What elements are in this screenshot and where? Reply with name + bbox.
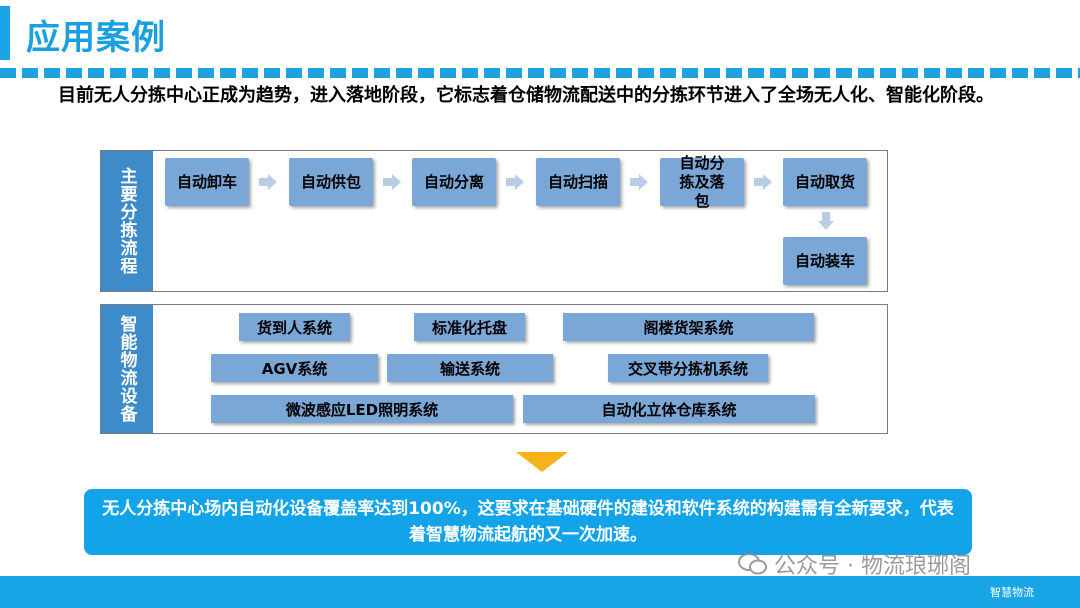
- process-panel-label: 主要分拣流程: [101, 151, 153, 291]
- equip-led-lighting: 微波感应LED照明系统: [211, 395, 513, 423]
- step-separate: 自动分离: [412, 158, 496, 206]
- title-divider: [0, 68, 1080, 78]
- step-scan: 自动扫描: [536, 158, 620, 206]
- down-arrow-icon: [516, 452, 568, 472]
- step-pickup: 自动取货: [783, 158, 867, 206]
- equip-agv: AGV系统: [211, 354, 378, 382]
- arrow-right-icon: [630, 174, 648, 190]
- step-feed: 自动供包: [289, 158, 373, 206]
- watermark-text: 公众号 · 物流琅琊阁: [774, 554, 971, 579]
- wechat-icon: [738, 553, 767, 575]
- title-accent-bar: [0, 6, 10, 60]
- equip-asrs: 自动化立体仓库系统: [523, 395, 815, 423]
- equip-mezzanine-rack: 阁楼货架系统: [563, 313, 814, 341]
- step-load: 自动装车: [783, 237, 867, 285]
- arrow-right-icon: [259, 174, 277, 190]
- arrow-right-icon: [383, 174, 401, 190]
- conclusion-box: 无人分拣中心场内自动化设备覆盖率达到100%，这要求在基础硬件的建设和软件系统的…: [84, 489, 972, 555]
- arrow-right-icon: [754, 174, 772, 190]
- equip-cross-belt-sorter: 交叉带分拣机系统: [608, 354, 768, 382]
- step-sort-drop: 自动分拣及落包: [660, 154, 744, 210]
- equip-conveyor: 输送系统: [387, 354, 553, 382]
- footer-text: 智慧物流: [990, 586, 1034, 599]
- step-unload: 自动卸车: [165, 158, 249, 206]
- footer-bar: [0, 576, 1080, 608]
- arrow-down-icon: [818, 212, 834, 230]
- watermark: 公众号 · 物流琅琊阁: [738, 548, 971, 580]
- equip-standard-pallet: 标准化托盘: [414, 313, 525, 341]
- page-title: 应用案例: [26, 18, 166, 58]
- equip-goods-to-person: 货到人系统: [239, 313, 350, 341]
- equipment-panel-label: 智能物流设备: [101, 305, 153, 433]
- intro-text: 目前无人分拣中心正成为趋势，进入落地阶段，它标志着仓储物流配送中的分拣环节进入了…: [58, 85, 994, 106]
- arrow-right-icon: [506, 174, 524, 190]
- conclusion-text: 无人分拣中心场内自动化设备覆盖率达到100%，这要求在基础硬件的建设和软件系统的…: [102, 499, 954, 545]
